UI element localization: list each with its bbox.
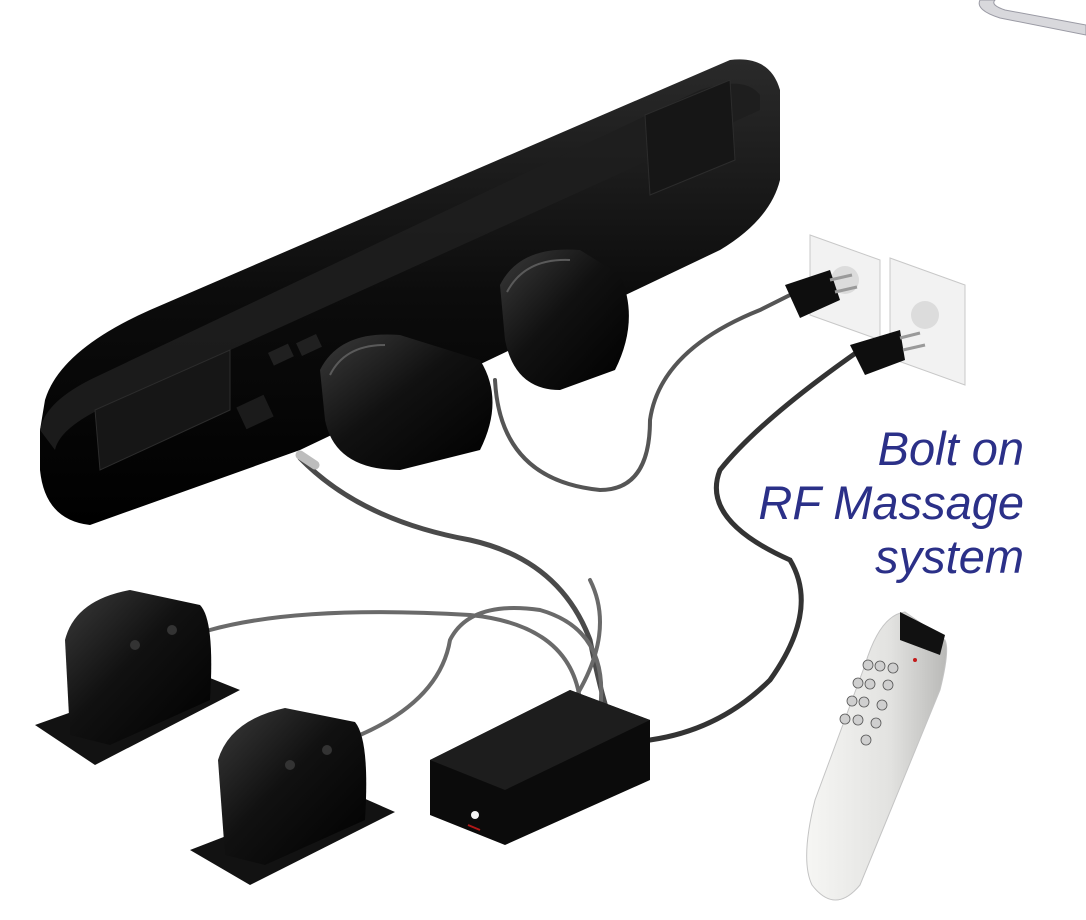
control-box — [430, 690, 650, 845]
rf-remote-control — [806, 611, 948, 901]
caption-line-1: Bolt on — [877, 422, 1024, 475]
massage-motor-bar — [40, 59, 780, 525]
massage-motor-units — [320, 249, 629, 470]
power-plugs — [785, 270, 926, 375]
chrome-rail-fragment — [978, 0, 1086, 36]
product-caption: Bolt on RF Massage system — [758, 422, 1024, 584]
caption-line-3: system — [875, 530, 1024, 583]
vibration-pads — [35, 590, 395, 885]
caption-line-2: RF Massage — [758, 476, 1024, 529]
wall-sockets — [809, 234, 966, 386]
